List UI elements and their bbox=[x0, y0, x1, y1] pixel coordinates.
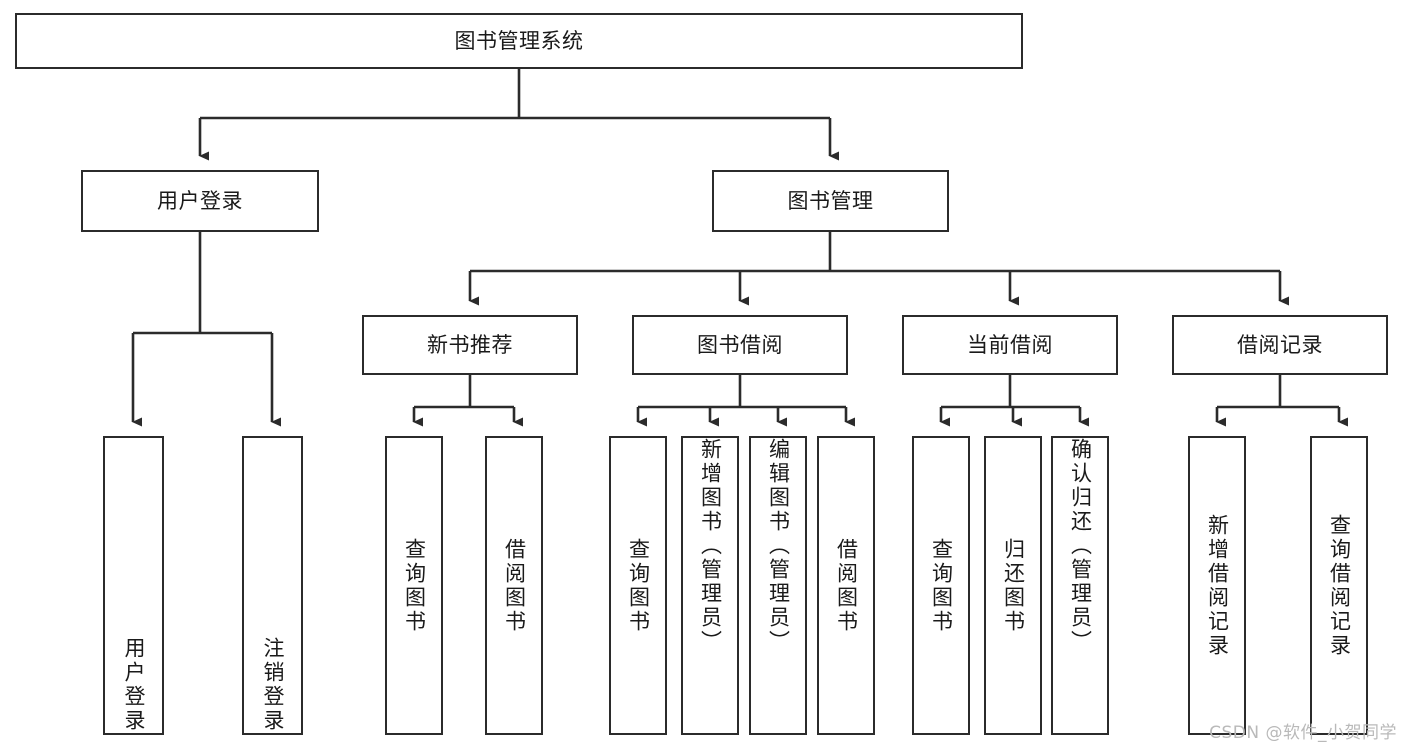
node-label: 查询图书 bbox=[626, 537, 651, 634]
node-label: 用户登录 bbox=[157, 188, 243, 213]
node-leaf-7[interactable]: 借阅图书 bbox=[817, 436, 875, 735]
node-root[interactable]: 图书管理系统 bbox=[15, 13, 1023, 69]
node-label: 确认归还（管理员） bbox=[1068, 438, 1093, 654]
node-label: 当前借阅 bbox=[967, 332, 1053, 357]
node-label: 图书管理 bbox=[787, 188, 874, 213]
edges-borrow-record-to-leaves bbox=[1215, 375, 1348, 427]
node-label: 新增借阅记录 bbox=[1205, 513, 1230, 658]
edges-book-mgmt-to-level2 bbox=[468, 232, 1289, 306]
node-leaf-0[interactable]: 用户登录 bbox=[103, 436, 164, 735]
node-leaf-8[interactable]: 查询图书 bbox=[912, 436, 970, 735]
node-label: 注销登录 bbox=[261, 637, 285, 733]
node-leaf-4[interactable]: 查询图书 bbox=[609, 436, 667, 735]
node-leaf-5[interactable]: 新增图书（管理员） bbox=[681, 436, 739, 735]
node-label: 借阅图书 bbox=[502, 537, 527, 634]
node-branch-0[interactable]: 新书推荐 bbox=[362, 315, 578, 375]
node-leaf-10[interactable]: 确认归还（管理员） bbox=[1051, 436, 1109, 735]
node-branch-3[interactable]: 借阅记录 bbox=[1172, 315, 1388, 375]
node-root-label: 图书管理系统 bbox=[454, 28, 584, 53]
node-leaf-1[interactable]: 注销登录 bbox=[242, 436, 303, 735]
node-leaf-11[interactable]: 新增借阅记录 bbox=[1188, 436, 1246, 735]
edges-root-to-level1 bbox=[198, 69, 839, 161]
edges-current-borrow-to-leaves bbox=[939, 375, 1089, 427]
node-leaf-6[interactable]: 编辑图书（管理员） bbox=[749, 436, 807, 735]
node-label: 查询图书 bbox=[402, 537, 427, 634]
node-leaf-2[interactable]: 查询图书 bbox=[385, 436, 443, 735]
edges-user-login-to-leaves bbox=[131, 232, 281, 427]
node-branch-2[interactable]: 当前借阅 bbox=[902, 315, 1118, 375]
node-leaf-3[interactable]: 借阅图书 bbox=[485, 436, 543, 735]
node-label: 新书推荐 bbox=[427, 332, 513, 357]
edges-new-book-rec-to-leaves bbox=[412, 375, 523, 427]
node-label: 查询图书 bbox=[929, 537, 954, 634]
node-label: 归还图书 bbox=[1001, 537, 1026, 634]
node-label: 查询借阅记录 bbox=[1327, 513, 1352, 658]
node-leaf-12[interactable]: 查询借阅记录 bbox=[1310, 436, 1368, 735]
node-branch-1[interactable]: 图书管理 bbox=[712, 170, 949, 232]
node-leaf-9[interactable]: 归还图书 bbox=[984, 436, 1042, 735]
node-branch-1[interactable]: 图书借阅 bbox=[632, 315, 848, 375]
edges-book-borrow-to-leaves bbox=[636, 375, 855, 427]
node-label: 用户登录 bbox=[122, 637, 146, 733]
node-label: 编辑图书（管理员） bbox=[766, 438, 791, 654]
node-label: 借阅记录 bbox=[1237, 332, 1323, 357]
node-label: 新增图书（管理员） bbox=[698, 438, 723, 654]
node-label: 借阅图书 bbox=[834, 537, 859, 634]
csdn-watermark: CSDN @软件_小贺同学 bbox=[1209, 723, 1397, 743]
node-branch-0[interactable]: 用户登录 bbox=[81, 170, 319, 232]
node-label: 图书借阅 bbox=[697, 332, 783, 357]
